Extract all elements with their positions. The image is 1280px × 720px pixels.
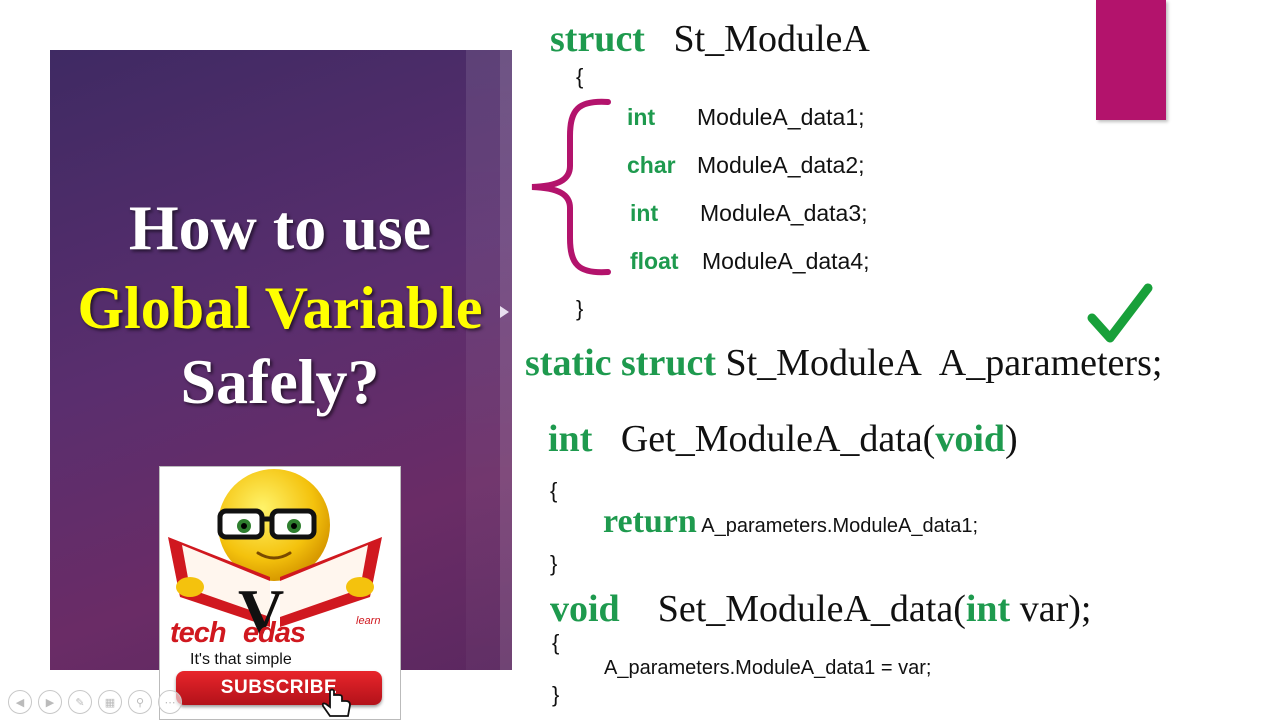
member-type: int [627, 104, 656, 130]
getter-param: void [935, 418, 1006, 460]
setter-return-type: void [550, 588, 620, 630]
member-name: ModuleA_data2; [697, 152, 865, 178]
subscribe-label: SUBSCRIBE [220, 677, 338, 698]
member-name: ModuleA_data4; [702, 248, 870, 274]
panel-edge [500, 50, 512, 670]
techvedas-logo[interactable]: V techVedas learn It's that simple SUBSC… [159, 466, 401, 720]
member-type: int [630, 200, 659, 226]
slideshow-controls: ◀ ▶ ✎ ▦ ⚲ ⋯ [8, 690, 182, 714]
getter-open-brace: { [550, 478, 558, 503]
checkmark-icon [1087, 283, 1153, 343]
member-row-1: int ModuleA_data1; [627, 104, 865, 130]
member-name: ModuleA_data1; [697, 104, 865, 130]
struct-close-brace: } [576, 296, 584, 321]
setter-open-brace: { [552, 630, 560, 655]
hand-cursor-icon [321, 688, 351, 717]
accent-bar [1096, 0, 1166, 120]
bullet-arrow-icon [500, 306, 509, 318]
struct-declaration: struct St_ModuleA [550, 20, 870, 58]
getter-signature: int Get_ModuleA_data(void) [548, 420, 1018, 458]
mascot-illustration [168, 469, 382, 627]
zoom-icon[interactable]: ⚲ [128, 690, 152, 714]
prev-slide-icon[interactable]: ◀ [8, 690, 32, 714]
getter-body-expression: A_parameters.ModuleA_data1; [701, 515, 979, 537]
instance-type: St_ModuleA [725, 342, 922, 384]
struct-keyword: struct [550, 18, 645, 60]
struct-name: St_ModuleA [673, 18, 870, 60]
next-slide-icon[interactable]: ▶ [38, 690, 62, 714]
setter-name: Set_ModuleA_data( [657, 588, 966, 630]
setter-close-brace: } [552, 682, 560, 707]
instance-name: A_parameters; [938, 342, 1163, 384]
slide-title-line-2: Global Variable [77, 275, 483, 341]
brand-v-letter: V [238, 576, 285, 647]
member-type: float [630, 248, 679, 274]
member-name: ModuleA_data3; [700, 200, 868, 226]
getter-close-brace: } [550, 551, 558, 576]
setter-signature: void Set_ModuleA_data(int var); [550, 590, 1091, 628]
brand-wordmark: techVedas [170, 617, 306, 650]
panel-decorative-strip [466, 50, 512, 670]
setter-body: A_parameters.ModuleA_data1 = var; [604, 657, 932, 679]
getter-return-type: int [548, 418, 593, 460]
slide-title-line-1: How to use [128, 192, 432, 263]
brand-tagline: It's that simple [190, 651, 292, 668]
return-keyword: return [603, 503, 697, 540]
curly-bracket-icon [531, 98, 611, 276]
pen-icon[interactable]: ✎ [68, 690, 92, 714]
member-row-3: int ModuleA_data3; [630, 200, 868, 226]
member-row-2: char ModuleA_data2; [627, 152, 865, 178]
more-icon[interactable]: ⋯ [158, 690, 182, 714]
setter-param-rest: var); [1019, 588, 1092, 630]
getter-body: return A_parameters.ModuleA_data1; [603, 503, 978, 541]
getter-name: Get_ModuleA_data( [620, 418, 936, 460]
getter-close-paren: ) [1005, 418, 1018, 460]
brand-edas: edas [242, 617, 306, 649]
brand-learn: learn [356, 615, 381, 627]
subscribe-button[interactable]: SUBSCRIBE [176, 671, 382, 705]
member-row-4: float ModuleA_data4; [630, 248, 870, 274]
struct-open-brace: { [576, 64, 584, 89]
slide-title-line-3: Safely? [180, 346, 380, 417]
slides-grid-icon[interactable]: ▦ [98, 690, 122, 714]
setter-param-type: int [965, 588, 1011, 630]
brand-tech: tech [170, 617, 227, 649]
static-struct-keywords: static struct [525, 342, 716, 384]
member-type: char [627, 152, 676, 178]
instance-declaration: static struct St_ModuleA A_parameters; [525, 344, 1162, 382]
